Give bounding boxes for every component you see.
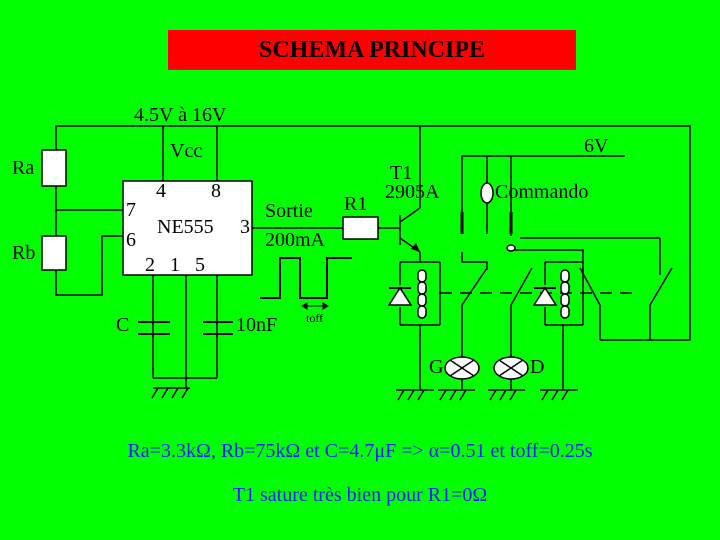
sortie-label: Sortie <box>265 200 313 222</box>
transistor-arrow <box>411 243 420 252</box>
lamp-d-icon <box>493 356 529 380</box>
output-waveform <box>260 257 352 299</box>
toff-label: toff <box>306 311 324 325</box>
ground-hatch <box>397 389 569 401</box>
pin3-label: 3 <box>240 216 250 238</box>
supply-label: 4.5V à 16V <box>134 104 227 126</box>
commando-label: Commando <box>495 181 589 203</box>
diode-2 <box>532 286 558 306</box>
relay-coil-1 <box>417 269 427 319</box>
vcc-label: Vcc <box>170 140 203 162</box>
c-label: C <box>116 314 130 336</box>
cap10n-label: 10nF <box>236 314 278 336</box>
footer-line-2: T1 sature très bien pour R1=0Ω <box>232 484 488 506</box>
contact-node <box>506 244 516 252</box>
lamp-g-icon <box>444 356 480 380</box>
v6-label: 6V <box>584 135 609 157</box>
ra-label: Ra <box>12 157 35 179</box>
commando-switch <box>480 182 494 204</box>
pins-bottom-label: 2 1 5 <box>145 254 205 276</box>
relay-coil-2 <box>560 269 570 319</box>
pin7-label: 7 <box>126 199 136 221</box>
capacitor-c <box>138 321 170 335</box>
pin8-label: 8 <box>211 180 221 202</box>
t1-label: T1 <box>390 162 413 184</box>
current-label: 200mA <box>265 229 325 251</box>
pin4-label: 4 <box>156 180 166 202</box>
contact-bars <box>460 212 513 234</box>
resistor-rb <box>41 235 67 271</box>
footer-line-1: Ra=3.3kΩ, Rb=75kΩ et C=4.7μF => α=0.51 e… <box>127 440 593 462</box>
rb-label: Rb <box>12 242 36 264</box>
toff-arrow <box>301 302 329 310</box>
resistor-r1 <box>342 216 379 240</box>
chip-label: NE555 <box>157 216 214 238</box>
transistor-label: 2905A <box>385 181 440 203</box>
title-banner: SCHEMA PRINCIPE <box>168 30 576 70</box>
page-title: SCHEMA PRINCIPE <box>258 36 486 63</box>
lamp-d-label: D <box>530 356 545 378</box>
pin6-label: 6 <box>126 229 136 251</box>
diode-1 <box>387 286 413 306</box>
capacitor-10nf <box>203 321 233 335</box>
ne555-chip <box>122 180 253 276</box>
r1-label: R1 <box>344 193 368 215</box>
resistor-ra <box>41 149 67 187</box>
lamp-g-label: G <box>429 356 444 378</box>
